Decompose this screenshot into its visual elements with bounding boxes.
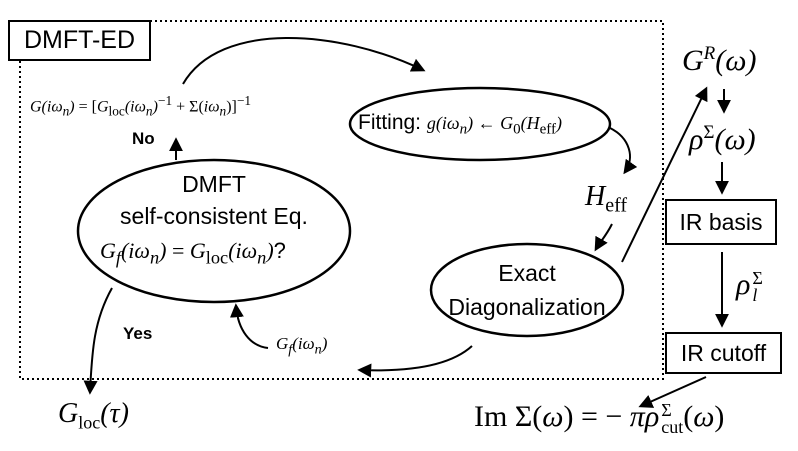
fitting-label: Fitting: g(iωn) ← G0(Heff) bbox=[358, 111, 562, 138]
ir-basis-box: IR basis bbox=[665, 199, 777, 245]
arrow-heff-to-ed bbox=[594, 223, 613, 252]
dmft-ed-frame bbox=[19, 20, 664, 380]
dmft-line1: DMFT bbox=[182, 171, 246, 197]
arrow-eq-to-fitting bbox=[182, 37, 426, 85]
fitting-ellipse bbox=[348, 86, 612, 162]
arrow-cutoff-to-imsigma bbox=[638, 376, 707, 408]
ed-ellipse bbox=[429, 242, 625, 338]
green-function-equation: G(iωn) = [Gloc(iωn)−1 + Σ(iωn)]−1 bbox=[30, 93, 252, 119]
ed-line2: Diagonalization bbox=[448, 294, 606, 320]
arrow-gf-to-dmft bbox=[229, 303, 269, 349]
dmft-ed-title-box: DMFT-ED bbox=[8, 20, 151, 61]
ir-cutoff-label: IR cutoff bbox=[680, 339, 767, 366]
no-label: No bbox=[132, 129, 155, 148]
ed-line1: Exact bbox=[498, 260, 556, 286]
rho-sigma-label: ρΣ(ω) bbox=[689, 122, 756, 156]
yes-label: Yes bbox=[123, 324, 153, 343]
arrow-fitting-to-heff bbox=[609, 127, 638, 175]
arrow-yes-to-gloc bbox=[83, 287, 113, 395]
g-loc-tau-label: Gloc(τ) bbox=[58, 398, 129, 433]
gr-omega-label: GR(ω) bbox=[682, 43, 757, 77]
arrow-ed-to-gf bbox=[357, 345, 473, 378]
dmft-ellipse bbox=[76, 158, 352, 304]
h-eff-label: Heff bbox=[585, 181, 628, 217]
gf-iwn-label: Gf(iωn) bbox=[276, 334, 328, 358]
dmft-line2: self-consistent Eq. bbox=[120, 203, 308, 229]
dmft-line3: Gf(iωn) = Gloc(iωn)? bbox=[100, 238, 286, 268]
arrow-ed-to-gr bbox=[621, 86, 708, 263]
ir-cutoff-box: IR cutoff bbox=[665, 332, 782, 374]
dmft-ed-title: DMFT-ED bbox=[23, 26, 136, 54]
ir-basis-label: IR basis bbox=[679, 208, 763, 235]
